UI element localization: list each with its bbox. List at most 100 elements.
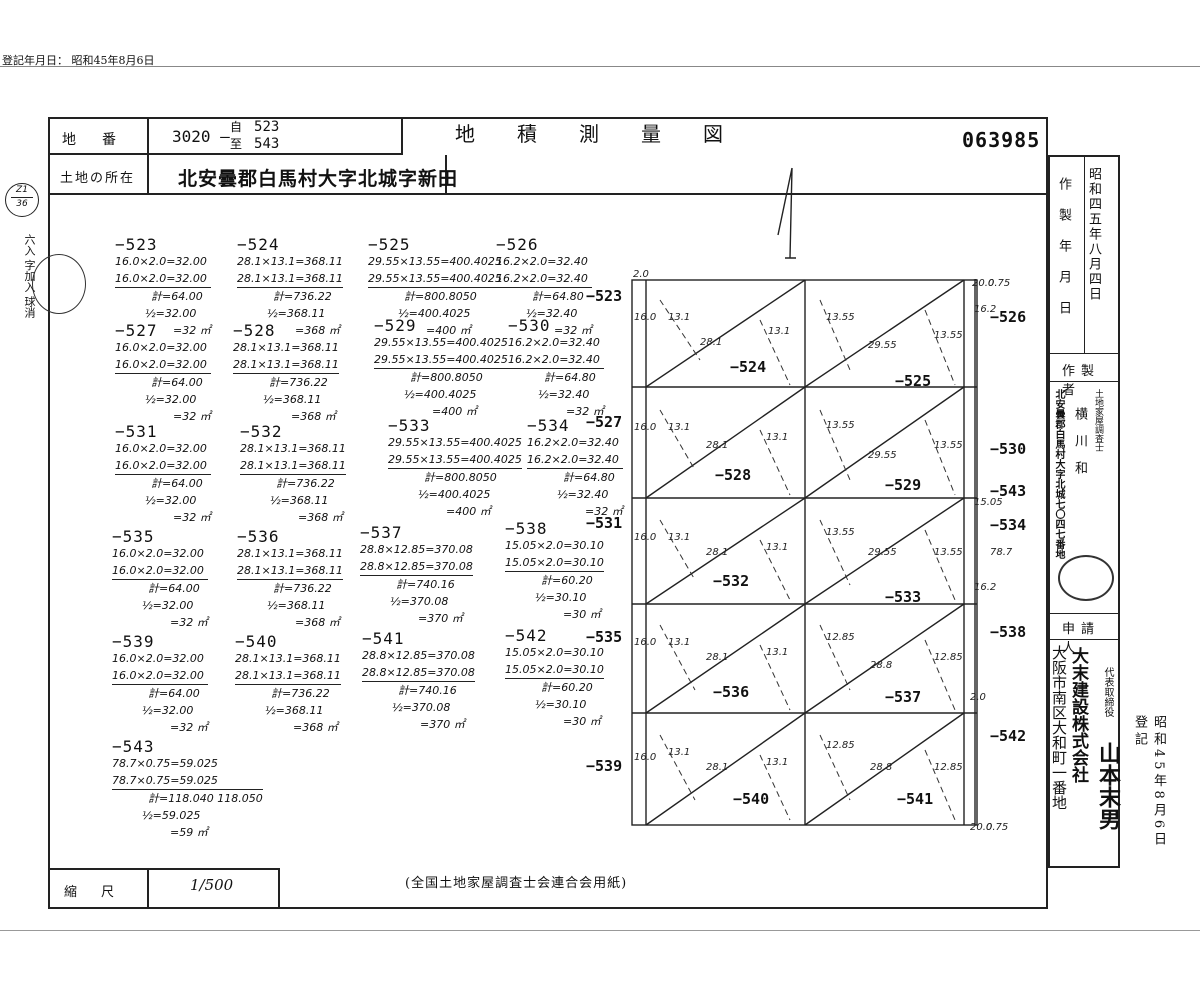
applicant-company: 大末建設株式会社 (1068, 647, 1088, 783)
plan-dimension: 16.0 (634, 532, 656, 543)
plan-dimension: 16.0 (634, 422, 656, 433)
plan-dimension: 12.85 (934, 762, 963, 773)
calc-line: 15.05×2.0=30.10 (505, 539, 604, 552)
calc-line: 28.1×13.1=368.11 (240, 442, 346, 455)
calc-line: =30 ㎡ (563, 715, 601, 728)
calc-line: =368 ㎡ (295, 324, 340, 337)
plan-edge-label: −534 (990, 516, 1027, 534)
plan-dimension: 13.55 (934, 440, 963, 451)
calc-line: 29.55×13.55=400.4025 (388, 451, 522, 469)
plan-edge-label: −539 (586, 757, 623, 775)
calc-parcel-id: −523 (115, 235, 158, 254)
plan-parcel-label: −528 (715, 466, 752, 484)
calc-line: 16.0×2.0=32.00 (115, 356, 211, 374)
calc-line: 計=118.040 118.050 (148, 792, 263, 805)
calc-line: 計=64.00 (148, 582, 200, 595)
calc-parcel-id: −531 (115, 422, 158, 441)
creator-name: 横川和 (1072, 407, 1087, 488)
calc-line: 16.2×2.0=32.40 (496, 270, 592, 288)
plan-edge-label: −530 (990, 440, 1027, 458)
plan-edge-label: −526 (990, 308, 1027, 326)
calc-line: ½=32.40 (526, 307, 578, 320)
calc-line: 28.1×13.1=368.11 (237, 547, 343, 560)
calc-line: =368 ㎡ (291, 410, 336, 423)
calc-line: 計=800.8050 (424, 471, 497, 484)
calc-line: 15.05×2.0=30.10 (505, 646, 604, 659)
calc-line: 計=800.8050 (404, 290, 477, 303)
plan-parcel-label: −537 (885, 688, 922, 706)
applicant-address: 大阪市南区大和町一番地 (1050, 645, 1068, 810)
calc-line: 78.7×0.75=59.025 (112, 757, 218, 770)
calc-line: ½=32.00 (142, 599, 194, 612)
plan-dimension: 20.0 (970, 822, 992, 833)
calc-line: 78.7×0.75=59.025 (112, 772, 263, 790)
calc-line: 計=736.22 (271, 687, 330, 700)
page-bottom-rule (0, 930, 1200, 931)
seal-image (32, 254, 86, 314)
plan-dimension: 0.75 (988, 278, 1010, 289)
plan-dimension: 20.0 (972, 278, 994, 289)
calc-parcel-id: −524 (237, 235, 280, 254)
calc-line: 16.0×2.0=32.00 (115, 457, 211, 475)
plan-dimension: 13.1 (668, 747, 690, 758)
plan-dimension: 13.1 (668, 312, 690, 323)
plan-parcel-label: −532 (713, 572, 750, 590)
parcel-label: 地番 (62, 132, 142, 148)
calc-parcel-id: −532 (240, 422, 283, 441)
calc-line: 28.8×12.85=370.08 (362, 664, 475, 682)
calc-line: 計=736.22 (273, 582, 332, 595)
calc-line: 16.0×2.0=32.00 (115, 255, 207, 268)
plan-dimension: 15.05 (974, 497, 1003, 508)
to-number: 543 (254, 136, 280, 152)
plan-dimension: 13.1 (766, 542, 788, 553)
calc-line: 計=64.00 (148, 687, 200, 700)
calc-line: 16.0×2.0=32.00 (112, 652, 204, 665)
plan-edge-label: −527 (586, 413, 623, 431)
plan-dimension: 29.55 (868, 340, 897, 351)
calc-line: ½=32.00 (145, 393, 197, 406)
registration-date-bar: 登記年月日： 昭和45年8月6日 (0, 0, 1200, 67)
plan-dimension: 13.1 (668, 422, 690, 433)
location-value-cell (145, 155, 447, 193)
document-title: 地積測量図 (455, 122, 765, 146)
parcel-label-cell: 地番 (50, 119, 149, 153)
calc-line: 計=60.20 (541, 574, 593, 587)
preparation-date: 昭和四五年八月四日 (1086, 167, 1101, 302)
plan-dimension: 13.1 (766, 757, 788, 768)
calc-parcel-id: −541 (362, 629, 405, 648)
calc-line: =30 ㎡ (563, 608, 601, 621)
creator-title: 土地家屋調査士 (1093, 389, 1103, 452)
location-value: 北安曇郡白馬村大字北城字新田 (178, 168, 459, 190)
calc-line: 28.1×13.1=368.11 (240, 457, 346, 475)
calc-parcel-id: −537 (360, 523, 403, 542)
calc-line: 28.1×13.1=368.11 (235, 652, 341, 665)
calc-line: 28.1×13.1=368.11 (237, 562, 343, 580)
form-footer-note: (全国土地家屋調査士会連合会用紙) (405, 876, 628, 891)
divider-applicant-bottom (1050, 639, 1118, 640)
calc-line: 計=64.80 (563, 471, 615, 484)
from-mark: 自 (230, 120, 243, 134)
registration-date-text: 登記年月日： 昭和45年8月6日 (2, 54, 155, 67)
scale-label: 縮尺 (64, 885, 139, 900)
calc-line: 計=64.00 (151, 290, 203, 303)
calc-line: 計=64.00 (151, 376, 203, 389)
plan-dimension: 28.1 (706, 652, 728, 663)
plan-parcel-label: −533 (885, 588, 922, 606)
calc-line: =32 ㎡ (170, 721, 208, 734)
calc-line: 計=60.20 (541, 681, 593, 694)
north-arrow (777, 167, 796, 259)
plan-edge-label: −523 (586, 287, 623, 305)
location-label-cell: 土地の所在 (48, 155, 149, 193)
